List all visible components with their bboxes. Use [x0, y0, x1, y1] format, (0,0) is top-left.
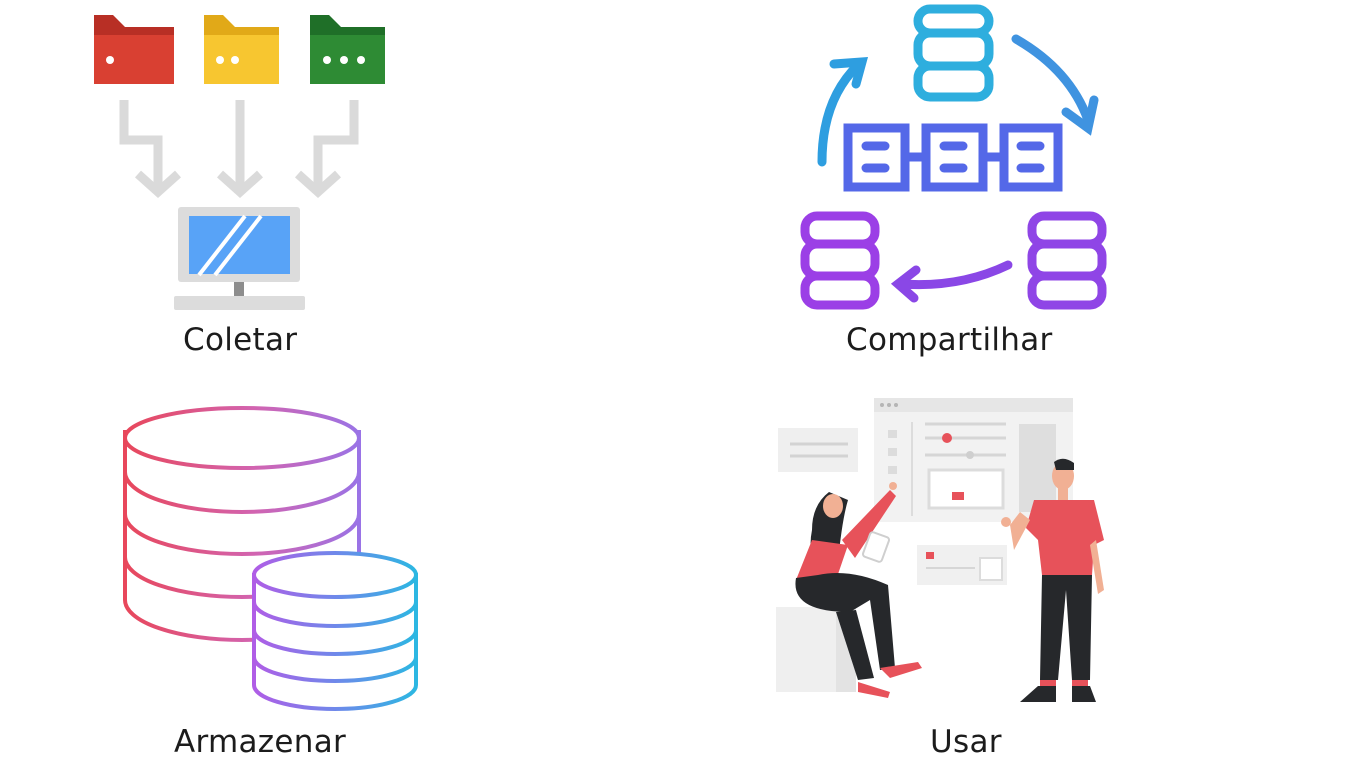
- database-icon: [800, 211, 880, 310]
- collect-label: Coletar: [183, 322, 298, 358]
- woman-figure: [795, 482, 922, 698]
- collect-illustration: [94, 15, 385, 310]
- use-label: Usar: [930, 724, 1002, 760]
- circular-arrow-icon: [817, 34, 1099, 303]
- red-folder-icon: [94, 15, 174, 84]
- people-dashboard-illustration: [776, 398, 1104, 702]
- man-figure: [1001, 458, 1104, 702]
- info-card: [917, 545, 1007, 585]
- down-arrow-icon: [119, 100, 359, 199]
- list-card: [778, 428, 858, 472]
- share-panel: Compartilhar: [760, 0, 1160, 380]
- stacked-database-icon: [123, 406, 418, 711]
- monitor-icon: [174, 207, 305, 310]
- store-panel: Armazenar: [0, 390, 480, 768]
- database-icon: [913, 4, 994, 102]
- network-node-icon: [843, 123, 1063, 192]
- green-folder-icon: [310, 15, 385, 84]
- share-illustration: [800, 4, 1107, 310]
- yellow-folder-icon: [204, 15, 279, 84]
- use-panel: Usar: [760, 390, 1160, 768]
- database-icon: [1027, 211, 1107, 310]
- share-label: Compartilhar: [846, 322, 1053, 358]
- collect-panel: Coletar: [0, 0, 480, 380]
- store-label: Armazenar: [174, 724, 347, 760]
